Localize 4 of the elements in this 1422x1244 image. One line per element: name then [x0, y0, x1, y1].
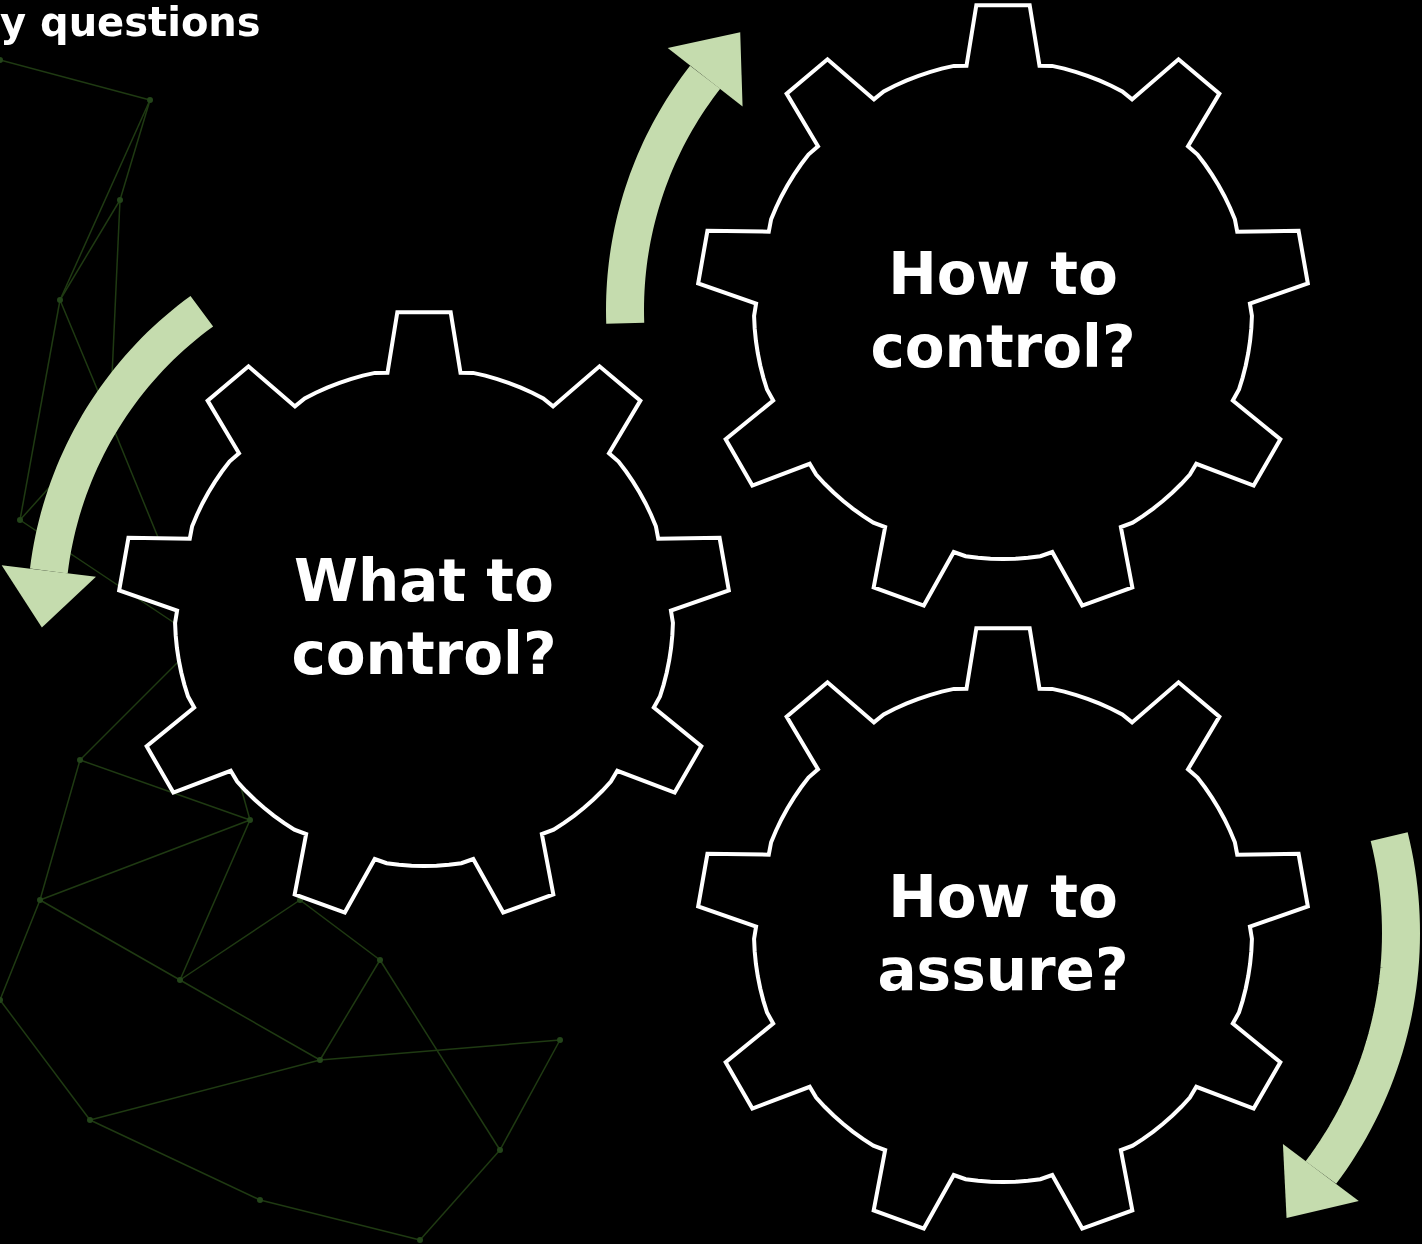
gear-label: How to assure?: [876, 861, 1130, 1005]
title: y questions: [0, 0, 261, 44]
gear-label: What to control?: [290, 545, 558, 689]
gear-label: How to control?: [869, 238, 1137, 382]
